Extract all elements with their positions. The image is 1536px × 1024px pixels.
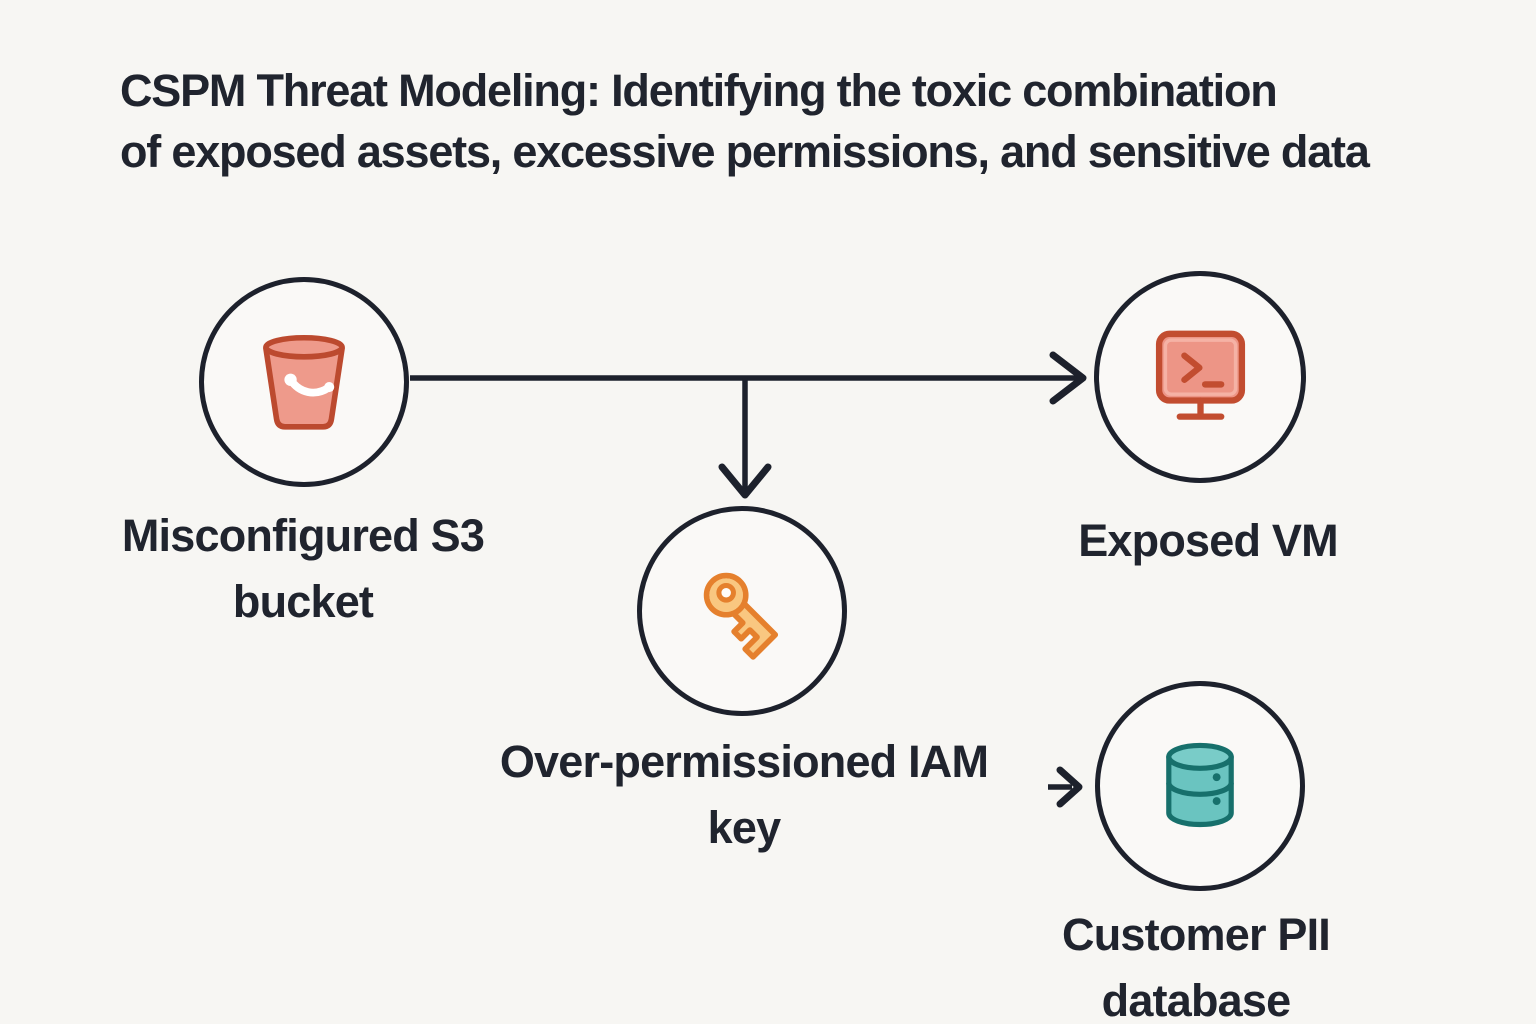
- node-s3-bucket-label: Misconfigured S3 bucket: [121, 510, 485, 627]
- node-exposed-vm-label: Exposed VM: [1078, 515, 1338, 566]
- key-icon: [703, 572, 779, 660]
- node-pii-database-label: Customer PII database: [1062, 909, 1331, 1024]
- arrow-to-database: [1048, 766, 1083, 808]
- node-exposed-vm[interactable]: [1094, 271, 1306, 483]
- node-iam-key-label: Over-permissioned IAM key: [499, 736, 989, 853]
- page-title: CSPM Threat Modeling: Identifying the to…: [120, 60, 1520, 182]
- terminal-monitor-icon: [1155, 330, 1245, 420]
- arrow-down-to-key: [718, 378, 772, 499]
- database-icon: [1166, 742, 1234, 828]
- bucket-icon: [263, 334, 345, 430]
- node-iam-key[interactable]: [637, 506, 847, 716]
- node-pii-database[interactable]: [1095, 681, 1305, 891]
- page-title-line-2: of exposed assets, excessive permissions…: [120, 126, 1370, 177]
- node-s3-bucket[interactable]: [199, 277, 409, 487]
- page-title-line-1: CSPM Threat Modeling: Identifying the to…: [120, 65, 1278, 116]
